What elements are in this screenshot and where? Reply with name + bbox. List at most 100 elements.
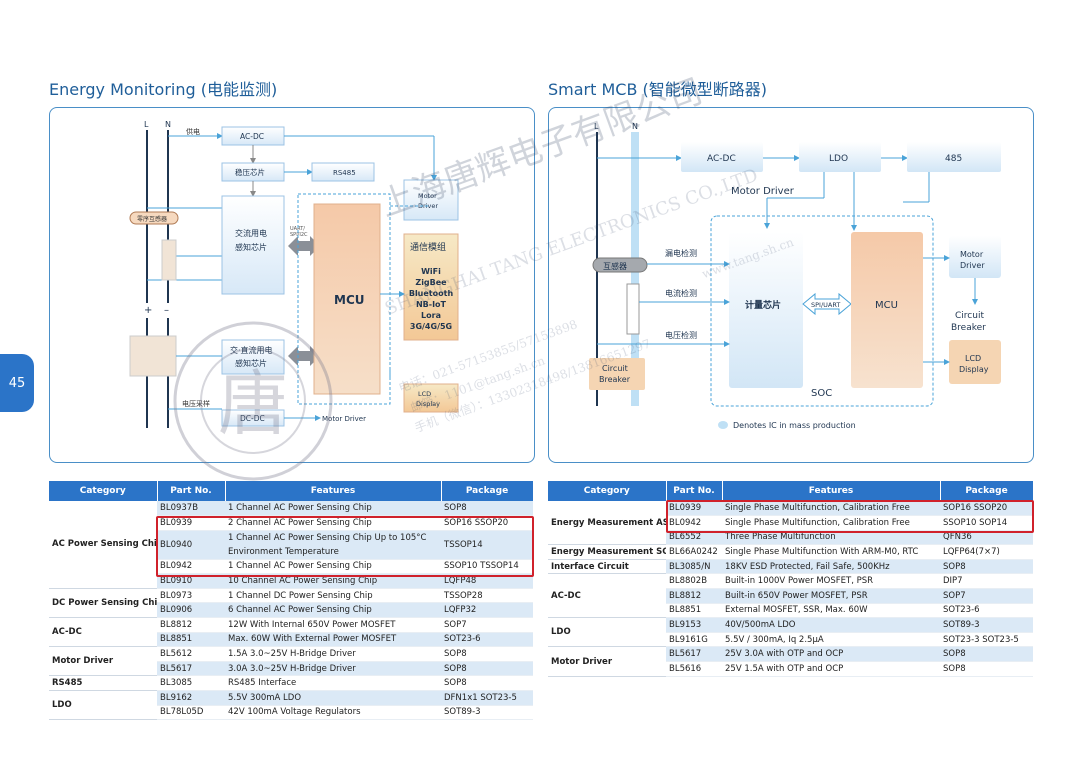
package-cell: SOT23-6 [940, 603, 1033, 619]
package-cell: SOT89-3 [441, 705, 533, 721]
energy-monitoring-diagram: L N + – 供电 AC-DC 稳压芯片 RS485 Motor Driver… [49, 107, 535, 463]
right-motor-driver-label: Motor Driver [731, 186, 795, 197]
category-cell: DC Power Sensing Chip [49, 588, 157, 619]
right-mcu-label: MCU [875, 300, 898, 311]
category-cell: AC-DC [49, 617, 157, 648]
part-cell: BL66A0242 [666, 544, 722, 560]
comm-item: WiFi [421, 267, 441, 276]
comm-module-box [403, 233, 459, 341]
feature-cell: 6 Channel AC Power Sensing Chip [225, 602, 441, 619]
svg-text:SPI/I2C: SPI/I2C [290, 232, 308, 238]
feature-cell: Single Phase Multifunction With ARM-M0, … [722, 544, 940, 560]
left-th-category: Category [49, 481, 158, 501]
feature-cell: 25V 1.5A with OTP and OCP [722, 661, 940, 677]
soc-boundary [710, 215, 934, 407]
package-cell: SOP16 SSOP20 [441, 515, 533, 531]
dcdc-label: DC-DC [240, 414, 265, 423]
feature-cell: Built-in 1000V Power MOSFET, PSR [722, 573, 940, 590]
category-cell: LDO [49, 690, 157, 721]
package-cell: TSSOP14 [441, 530, 533, 560]
right-th-package: Package [940, 481, 1034, 501]
part-cell: BL8812 [157, 617, 225, 633]
comm-item: NB-IoT [416, 300, 447, 309]
smart-mcb-svg: L N AC-DC LDO 485 Motor Driver SOC 计量芯片 … [589, 122, 1001, 430]
package-cell: SSOP10 SOP14 [940, 515, 1033, 531]
feature-cell: 5.5V 300mA LDO [225, 690, 441, 706]
part-cell: BL3085/N [666, 559, 722, 575]
svg-text:UART/: UART/ [290, 226, 305, 232]
svg-text:Display: Display [416, 400, 440, 408]
package-cell: SOP8 [441, 501, 533, 517]
company-seal: 唐 [173, 321, 333, 481]
zero-seq-ct [129, 211, 179, 225]
left-lcd-box [403, 383, 459, 413]
right-485-label: 485 [945, 154, 962, 164]
category-cell: RS485 [49, 675, 157, 692]
package-cell: DIP7 [940, 573, 1033, 590]
acdc-sensing-label-2: 感知芯片 [235, 358, 267, 368]
svg-text:Display: Display [959, 365, 989, 374]
part-cell: BL8851 [157, 632, 225, 648]
feature-cell: RS485 Interface [225, 675, 441, 692]
feature-cell: 40V/500mA LDO [722, 617, 940, 633]
smart-mcb-title: Smart MCB (智能微型断路器) [548, 80, 768, 99]
category-cell: Interface Circuit [548, 559, 666, 575]
part-cell: BL0940 [157, 530, 225, 560]
category-cell: Energy Measurement ASIC [548, 501, 666, 546]
spi-uart-label: SPI/UART [811, 301, 840, 309]
left-th-package: Package [441, 481, 534, 501]
part-cell: BL8851 [666, 603, 722, 619]
comm-item: 3G/4G/5G [410, 322, 452, 331]
ac-sensing-label-1: 交流用电 [235, 228, 267, 238]
uart-arrow-bottom [288, 346, 320, 366]
package-cell: SOP8 [441, 661, 533, 677]
package-cell: SOT23-3 SOT23-5 [940, 632, 1033, 648]
right-mcu-box [851, 232, 923, 388]
part-cell: BL6552 [666, 530, 722, 546]
package-cell: SOP8 [441, 646, 533, 662]
part-cell: BL0910 [157, 573, 225, 589]
svg-text:LCD: LCD [965, 354, 981, 363]
rs485-label: RS485 [333, 169, 356, 177]
part-cell: BL0939 [157, 515, 225, 531]
category-cell: Motor Driver [49, 646, 157, 677]
part-cell: BL8802B [666, 573, 722, 590]
category-cell: Motor Driver [548, 646, 666, 677]
rs485-box [311, 162, 375, 182]
right-acdc-label: AC-DC [707, 154, 736, 164]
package-cell: SOP8 [940, 559, 1033, 575]
acdc-sensing-chip-box [221, 339, 285, 375]
current-detect-label: 电流检测 [665, 288, 697, 298]
package-cell: SOT89-3 [940, 617, 1033, 633]
ac-sensing-label-2: 感知芯片 [235, 242, 267, 252]
feature-cell: 1.5A 3.0~25V H-Bridge Driver [225, 646, 441, 662]
package-cell: LQFP64(7×7) [940, 544, 1033, 560]
leak-detect-label: 漏电检测 [665, 248, 697, 258]
seal-char: 唐 [218, 363, 288, 445]
part-cell: BL9162 [157, 690, 225, 706]
feature-cell: 5.5V / 300mA, Iq 2.5μA [722, 632, 940, 648]
part-cell: BL0942 [666, 515, 722, 531]
category-cell: Energy Measurement SOC [548, 544, 666, 560]
left-L-label: L [144, 120, 149, 129]
feature-cell: External MOSFET, SSR, Max. 60W [722, 603, 940, 619]
right-th-category: Category [548, 481, 667, 501]
package-cell: SOP16 SSOP20 [940, 501, 1033, 517]
feature-cell: 3.0A 3.0~25V H-Bridge Driver [225, 661, 441, 677]
supply-label: 供电 [186, 127, 200, 136]
uart-arrow-top [288, 236, 320, 256]
